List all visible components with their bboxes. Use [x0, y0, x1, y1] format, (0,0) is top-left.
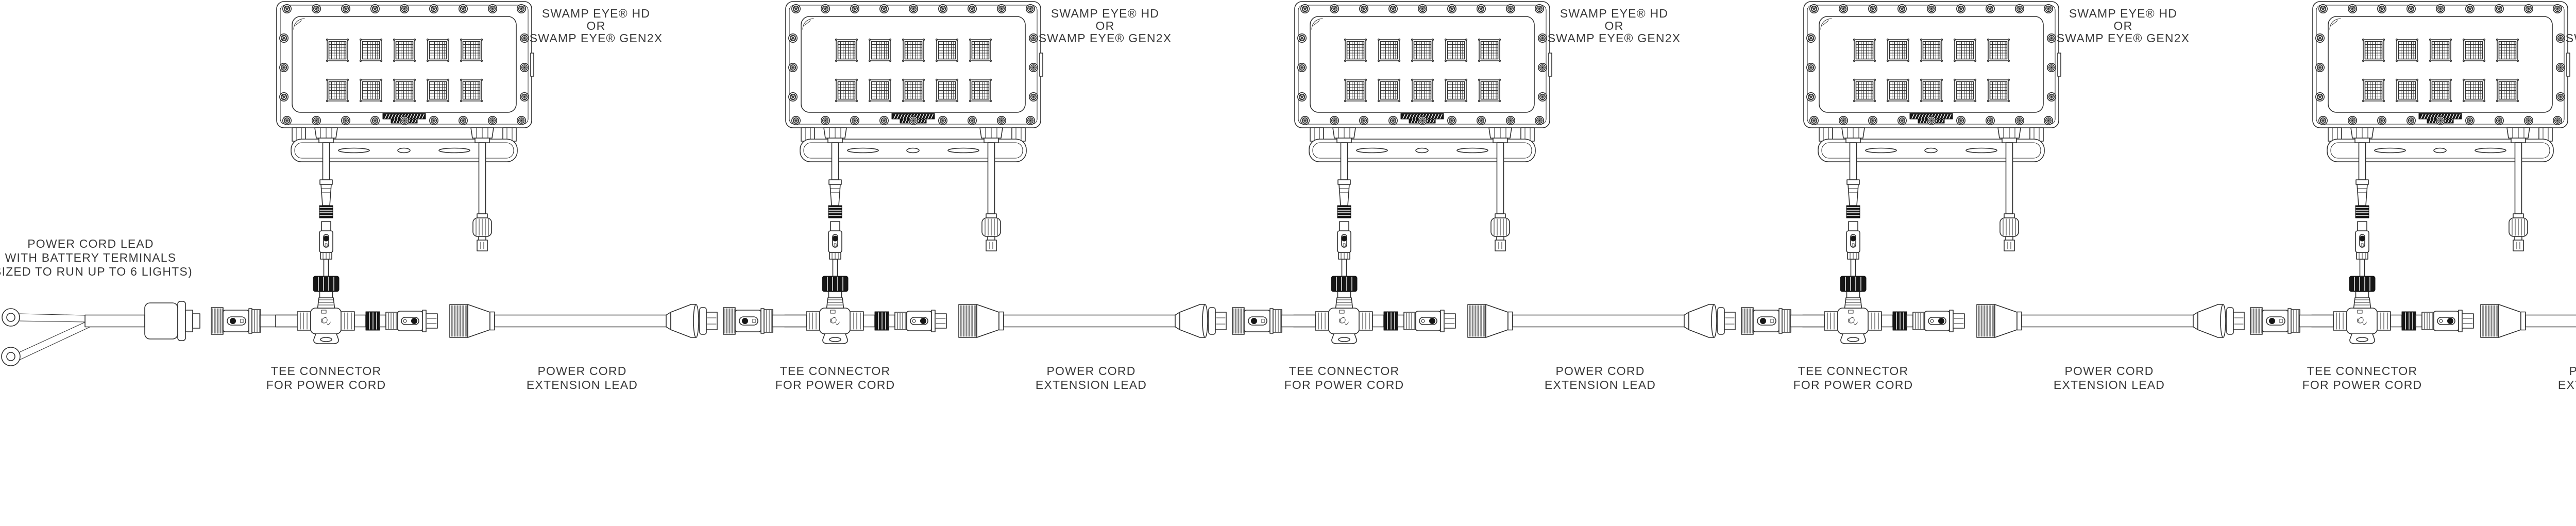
extension-3-label-line2: EXTENSION LEAD [1545, 378, 1656, 392]
extension-lead-5 [2480, 304, 2576, 338]
swamp-eye-light-4 [1804, 2, 2061, 251]
extension-lead-3 [1467, 304, 1736, 338]
light-4-label-line3: SWAMP EYE® GEN2X [2057, 31, 2190, 45]
light-3-label-line3: SWAMP EYE® GEN2X [1548, 31, 1681, 45]
light-3-label-line2: OR [1605, 19, 1624, 32]
tee-connector-5 [2311, 221, 2474, 344]
inline-plug-1 [723, 307, 773, 335]
labels: POWER CORD LEAD WITH BATTERY TERMINALS (… [0, 7, 2576, 392]
swamp-eye-light-5 [2313, 2, 2570, 251]
tee-connector-3 [1293, 221, 1456, 344]
extension-1-label-line1: POWER CORD [538, 364, 627, 378]
inline-plug-4 [2250, 307, 2300, 335]
swamp-eye-light-1 [277, 2, 534, 251]
tee-2-label-line2: FOR POWER CORD [775, 378, 895, 392]
tee-connector-2 [784, 221, 947, 344]
tee-3-label-line1: TEE CONNECTOR [1289, 364, 1400, 378]
extension-2-label-line1: POWER CORD [1047, 364, 1136, 378]
tee-5-label-line1: TEE CONNECTOR [2307, 364, 2418, 378]
light-4-label-line2: OR [2114, 19, 2133, 32]
light-1-label-line2: OR [587, 19, 606, 32]
battery-male-connector [144, 301, 200, 341]
battery-label-line1: POWER CORD LEAD [27, 237, 154, 250]
tee-4-label-line2: FOR POWER CORD [1793, 378, 1913, 392]
battery-side-plug [211, 307, 261, 335]
extension-4-label-line1: POWER CORD [2065, 364, 2154, 378]
tee-5-label-line2: FOR POWER CORD [2302, 378, 2422, 392]
extension-4-label-line2: EXTENSION LEAD [2054, 378, 2165, 392]
tee-1-label-line2: FOR POWER CORD [266, 378, 386, 392]
tee-connector-1 [275, 221, 438, 344]
light-2-label-line1: SWAMP EYE® HD [1051, 7, 1159, 20]
extension-lead-1 [449, 304, 718, 338]
battery-cable [84, 314, 145, 328]
light-5-label-line3: SWAMP EYE® GEN2X [2566, 31, 2576, 45]
light-1-label-line1: SWAMP EYE® HD [542, 7, 650, 20]
swamp-eye-light-2 [786, 2, 1043, 251]
tee-connector-4 [1802, 221, 1965, 344]
light-4-label-line1: SWAMP EYE® HD [2069, 7, 2177, 20]
extension-3-label-line1: POWER CORD [1556, 364, 1645, 378]
swamp-eye-light-3 [1295, 2, 1552, 251]
extension-5-label-line1: POWER CORD [2569, 364, 2576, 378]
battery-label-line3: (SIZED TO RUN UP TO 6 LIGHTS) [0, 265, 193, 278]
tee-3-label-line2: FOR POWER CORD [1284, 378, 1404, 392]
inline-plug-2 [1232, 307, 1282, 335]
light-3-label-line1: SWAMP EYE® HD [1560, 7, 1668, 20]
light-2-label-line2: OR [1096, 19, 1115, 32]
battery-ring-terminals [1, 308, 91, 366]
extension-5-label-line2: EXTENSION LEAD [2558, 378, 2576, 392]
inline-plug-3 [1741, 307, 1791, 335]
light-2-label-line3: SWAMP EYE® GEN2X [1039, 31, 1172, 45]
extension-lead-4 [1976, 304, 2245, 338]
inter-tee-connections [723, 307, 2334, 335]
tee-4-label-line1: TEE CONNECTOR [1798, 364, 1909, 378]
tee-1-label-line1: TEE CONNECTOR [271, 364, 382, 378]
extension-lead-2 [958, 304, 1227, 338]
extension-2-label-line2: EXTENSION LEAD [1036, 378, 1147, 392]
battery-label-line2: WITH BATTERY TERMINALS [5, 251, 177, 264]
extension-1-label-line2: EXTENSION LEAD [527, 378, 638, 392]
battery-power-cord-lead [1, 301, 298, 366]
light-1-label-line3: SWAMP EYE® GEN2X [530, 31, 663, 45]
tee-2-label-line1: TEE CONNECTOR [780, 364, 891, 378]
